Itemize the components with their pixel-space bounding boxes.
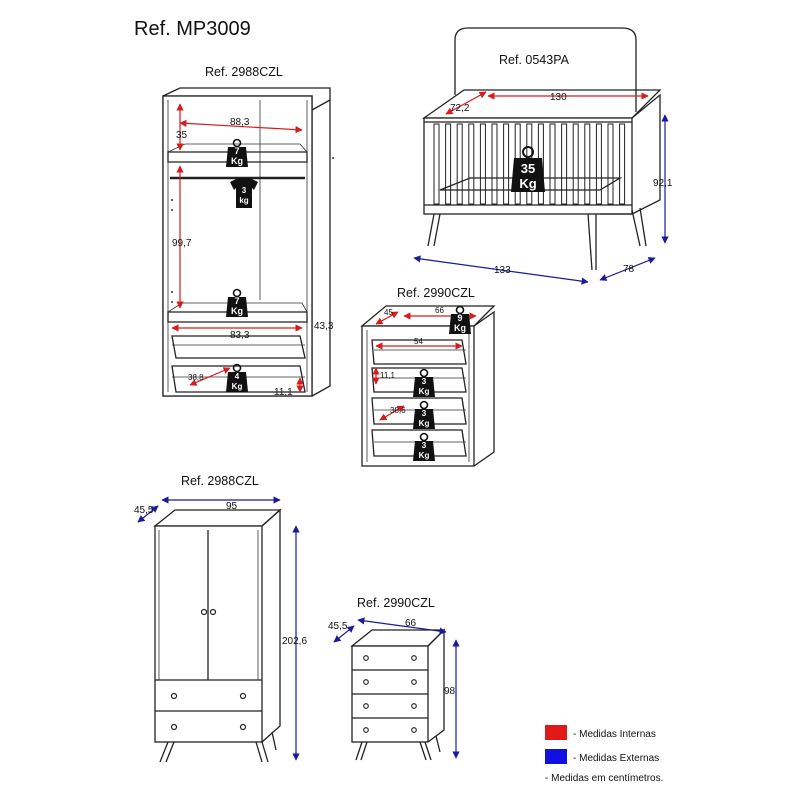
weight-tag-icon: 4 Kg: [225, 363, 249, 393]
crib-inner-depth: 72,2: [450, 103, 470, 114]
drawer-knob: [239, 692, 247, 700]
dresser-closed-height: 98: [444, 686, 456, 697]
legend: - Medidas Internas - Medidas Externas - …: [545, 725, 663, 784]
crib-slat: [491, 123, 498, 205]
dresser-open-ref: Ref. 2990CZL: [397, 286, 475, 300]
crib-inner-width: 130: [550, 92, 567, 103]
wardrobe-open-shelf-width: 83,3: [230, 330, 250, 341]
legend-internal-label: - Medidas Internas: [573, 729, 656, 740]
crib-width: 133: [494, 265, 511, 276]
weight-tag-icon: 3 Kg: [412, 368, 436, 398]
crib-slat: [607, 123, 614, 205]
dresser-open-width: 66: [435, 306, 444, 315]
weight-drawer-value: 4: [235, 372, 240, 381]
drawer-knob: [411, 703, 417, 709]
door-knob-right: [209, 608, 217, 616]
crib-slat: [456, 123, 463, 205]
weight-tag-icon: 3 Kg: [412, 432, 436, 462]
crib-slat: [561, 123, 568, 205]
crib-slat: [479, 123, 486, 205]
weight-shelf-unit: Kg: [231, 306, 243, 316]
wardrobe-closed-ref: Ref. 2988CZL: [181, 474, 259, 488]
dresser-open-drawer-depth: 38,6: [390, 406, 406, 415]
weight-top-value: 7: [234, 146, 239, 156]
crib-slat: [595, 123, 602, 205]
drawer-knob: [411, 727, 417, 733]
weight-tag-icon: 7 Kg: [225, 288, 249, 318]
drawer-knob: [363, 727, 369, 733]
door-knob-left: [200, 608, 208, 616]
dresser-closed-view: Ref. 2990CZL 45,5 66 98: [328, 596, 460, 761]
legend-internal-swatch: [545, 725, 567, 740]
crib-slat: [584, 123, 591, 205]
weight-drawer-unit: Kg: [232, 382, 243, 391]
dresser-drawer1-weight-value: 3: [422, 377, 427, 386]
weight-tag-icon: 35 Kg: [511, 146, 545, 192]
dresser-drawer3-weight-value: 3: [422, 441, 427, 450]
legend-external-swatch: [545, 749, 567, 764]
dresser-drawer2-weight-value: 3: [422, 409, 427, 418]
dresser-drawer1-weight-unit: Kg: [419, 387, 430, 396]
dresser-open-drawer-height: 11,1: [380, 371, 396, 380]
drawer-knob: [170, 692, 178, 700]
wardrobe-open-view: Ref. 2988CZL 88,3 35 99,7: [162, 65, 334, 398]
legend-external-label: - Medidas Externas: [573, 753, 659, 764]
crib-slat: [433, 123, 440, 205]
dresser-closed-depth: 45,5: [328, 621, 348, 632]
weight-rod-value: 3: [242, 186, 247, 195]
wardrobe-open-top-width: 88,3: [230, 117, 250, 128]
drawer-knob: [411, 655, 417, 661]
dresser-top-weight-value: 9: [457, 313, 462, 323]
crib-slat: [445, 123, 452, 205]
drawer-knob: [363, 703, 369, 709]
dresser-open-drawer-width: 54: [414, 337, 423, 346]
weight-rod-unit: kg: [239, 196, 248, 205]
crib-weight-value: 35: [521, 161, 535, 176]
dresser-open-depth: 45: [384, 308, 393, 317]
wardrobe-closed-depth: 45,5: [134, 505, 154, 516]
crib-height: 92,1: [653, 178, 673, 189]
crib-view: Ref. 0543PA 130 72,2 92,1 133 78: [413, 27, 673, 285]
dresser-closed-width: 66: [405, 618, 417, 629]
weight-tag-icon: 7 Kg: [225, 138, 249, 168]
crib-slat: [468, 123, 475, 205]
weight-tag-icon: 9 Kg: [448, 305, 472, 335]
crib-slat: [549, 123, 556, 205]
wardrobe-open-top-height: 35: [176, 130, 188, 141]
wardrobe-open-hang-height: 99,7: [172, 238, 192, 249]
crib-depth: 78: [623, 264, 635, 275]
crib-slat: [503, 123, 510, 205]
drawer-knob: [363, 679, 369, 685]
dresser-open-view: Ref. 2990CZL 45 66 54 11,1 38,6: [360, 286, 496, 467]
crib-weight-unit: Kg: [519, 176, 536, 191]
crib-slat: [572, 123, 579, 205]
wardrobe-open-drawer-depth: 38,8: [188, 373, 204, 382]
legend-note: - Medidas em centímetros.: [545, 773, 663, 784]
dresser-drawer3-weight-unit: Kg: [419, 451, 430, 460]
shirt-icon: 3 kg: [230, 178, 258, 208]
drawer-knob: [363, 655, 369, 661]
wardrobe-open-ref: Ref. 2988CZL: [205, 65, 283, 79]
page-title: Ref. MP3009: [134, 18, 251, 40]
crib-slat: [619, 123, 626, 205]
dresser-closed-ref: Ref. 2990CZL: [357, 596, 435, 610]
wardrobe-closed-view: Ref. 2988CZL 45,5 95 202,6: [134, 474, 307, 763]
dresser-drawer2-weight-unit: Kg: [419, 419, 430, 428]
drawer-knob: [411, 679, 417, 685]
weight-top-unit: Kg: [231, 156, 243, 166]
wardrobe-closed-width: 95: [226, 501, 238, 512]
wardrobe-closed-height: 202,6: [282, 636, 307, 647]
drawer-knob: [239, 723, 247, 731]
weight-shelf-value: 7: [234, 296, 239, 306]
dresser-top-weight-unit: Kg: [454, 323, 466, 333]
drawer-knob: [170, 723, 178, 731]
wardrobe-open-drawer-height: 11,1: [274, 387, 293, 398]
crib-ref: Ref. 0543PA: [499, 53, 570, 67]
weight-tag-icon: 3 Kg: [412, 400, 436, 430]
wardrobe-open-side-height: 43,3: [314, 321, 334, 332]
